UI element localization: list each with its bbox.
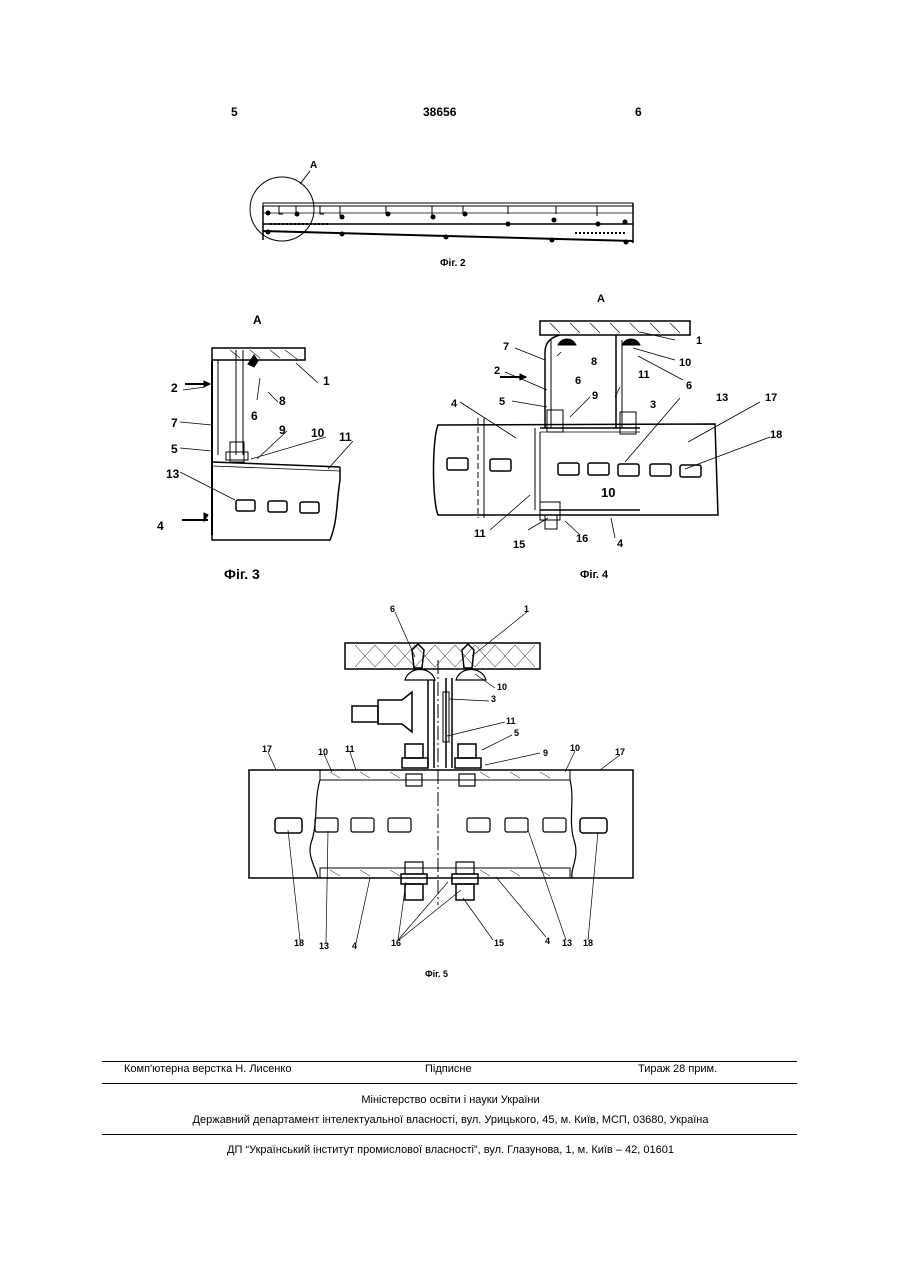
fig5-callout: 1 (524, 604, 529, 614)
fig5-callout: 4 (545, 936, 550, 946)
fig5-callout: 17 (615, 747, 625, 757)
fig4-callout: 15 (513, 539, 525, 551)
fig4-callout: 8 (591, 356, 597, 368)
fig4-callout: 6 (686, 380, 692, 392)
footer-rule-bottom (102, 1134, 797, 1135)
fig5-callout: 18 (583, 938, 593, 948)
footer-signed: Підписне (425, 1063, 472, 1075)
fig4-callout: 1 (696, 335, 702, 347)
footer-print-run: Тираж 28 прим. (638, 1063, 717, 1075)
fig5-callout: 18 (294, 938, 304, 948)
fig5-callouts: 6 1 10 3 11 5 9 17 10 11 10 17 18 13 4 1… (262, 604, 625, 951)
fig3-caption: Фіг. 3 (224, 566, 260, 582)
fig4-callout: 4 (451, 398, 458, 410)
fig4-callout: 3 (650, 399, 656, 411)
fig3-callout: 1 (323, 374, 330, 388)
fig5-callout: 9 (543, 748, 548, 758)
fig5-callout: 17 (262, 744, 272, 754)
fig5-callout: 5 (514, 728, 519, 738)
fig3-callout: 2 (171, 381, 178, 395)
fig5-callout: 11 (345, 744, 355, 754)
fig5-callout: 6 (390, 604, 395, 614)
figure-4-drawing (434, 321, 771, 538)
fig4-callout: 17 (765, 392, 777, 404)
fig5-callout: 16 (391, 938, 401, 948)
fig4-callout: 4 (617, 538, 624, 550)
fig4-callout: 16 (576, 533, 588, 545)
footer-department: Державний департамент інтелектуальної вл… (0, 1114, 901, 1126)
fig5-callout: 10 (318, 747, 328, 757)
fig5-callout: 10 (570, 743, 580, 753)
fig4-callout: 6 (575, 375, 581, 387)
fig3-callout: 6 (251, 409, 258, 423)
fig5-callout: 15 (494, 938, 504, 948)
fig3-callout: 10 (311, 426, 325, 440)
fig4-callout: 10 (601, 485, 615, 500)
fig5-callout: 3 (491, 694, 496, 704)
fig4-callout: 10 (679, 357, 691, 369)
fig5-callout: 11 (506, 716, 516, 726)
fig4-view-label: А (597, 293, 605, 305)
fig3-callout: 4 (157, 519, 164, 533)
fig5-callout: 13 (319, 941, 329, 951)
fig4-callout: 11 (474, 528, 486, 540)
fig4-callout: 18 (770, 429, 782, 441)
figure-5-drawing (249, 612, 633, 943)
footer-rule-top (102, 1061, 797, 1062)
fig5-callout: 10 (497, 682, 507, 692)
footer-ministry: Міністерство освіти і науки України (0, 1094, 901, 1106)
fig4-callout: 11 (638, 369, 650, 381)
fig4-callout: 13 (716, 392, 728, 404)
fig4-callout: 5 (499, 396, 505, 408)
fig3-view-label: А (253, 313, 262, 327)
fig2-caption: Фіг. 2 (440, 258, 466, 269)
fig3-callout: 11 (339, 430, 352, 444)
drawings-sheet: А А 2 7 5 13 4 6 8 1 9 10 11 (0, 0, 901, 1000)
footer-rule-middle (102, 1083, 797, 1084)
fig3-callout: 5 (171, 442, 178, 456)
fig3-callout: 9 (279, 423, 286, 437)
fig3-callout: 7 (171, 416, 178, 430)
footer-compose: Комп'ютерна верстка Н. Лисенко (124, 1063, 291, 1075)
fig4-callout: 9 (592, 390, 598, 402)
footer-institute: ДП “Український інститут промислової вла… (0, 1144, 901, 1156)
fig3-callout: 13 (166, 467, 180, 481)
fig2-detail-label: А (310, 160, 317, 171)
fig5-callout: 13 (562, 938, 572, 948)
fig5-callout: 4 (352, 941, 357, 951)
fig5-caption: Фіг. 5 (425, 969, 448, 979)
fig4-caption: Фіг. 4 (580, 569, 608, 581)
fig4-callout: 2 (494, 365, 500, 377)
fig4-callout: 7 (503, 341, 509, 353)
figure-2-drawing (250, 171, 633, 245)
fig3-callout: 8 (279, 394, 286, 408)
